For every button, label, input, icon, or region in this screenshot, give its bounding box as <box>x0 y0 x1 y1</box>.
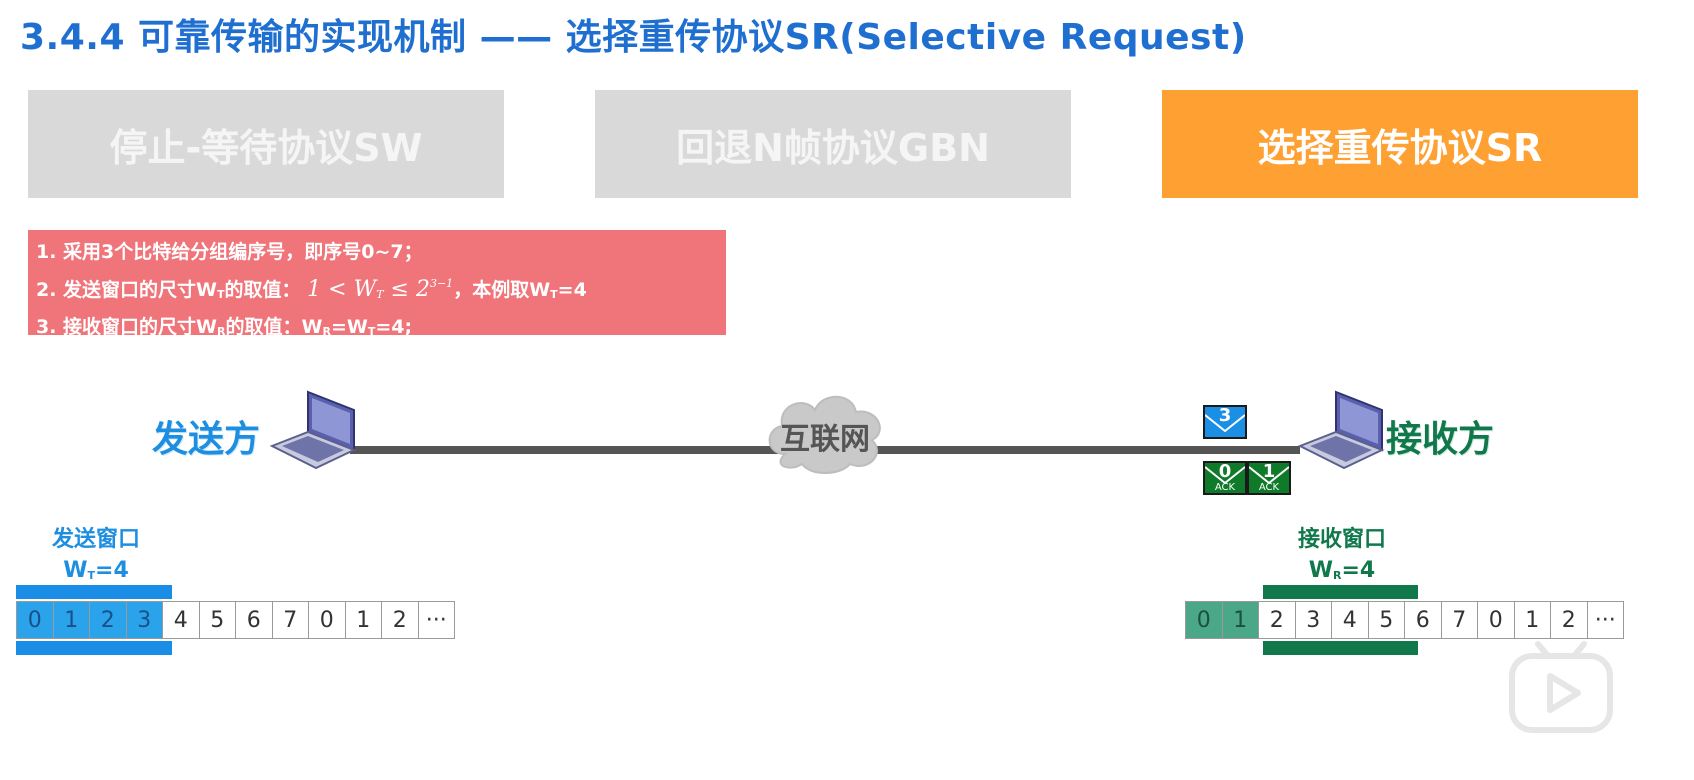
receiver-seq-cell: 2 <box>1258 601 1296 639</box>
receiver-seq-cell: 5 <box>1367 601 1405 639</box>
receiver-window-label: 接收窗口 WR=4 <box>1266 524 1418 591</box>
sender-window-title: 发送窗口 <box>51 527 140 552</box>
window-size-formula: 1 < WT ≤ 23−1 <box>307 277 454 302</box>
data-frame-envelope-icon: 3 <box>1203 405 1247 439</box>
receiver-window-title: 接收窗口 <box>1297 527 1386 552</box>
sender-seq-cell: ··· <box>417 601 455 639</box>
play-button-icon[interactable] <box>1508 640 1614 734</box>
network-label: 互联网 <box>780 422 870 457</box>
tab-gbn[interactable]: 回退N帧协议GBN <box>595 90 1071 198</box>
sender-window-label: 发送窗口 WT=4 <box>30 524 162 591</box>
note-line-2: 2. 发送窗口的尺寸WT的取值： 1 < WT ≤ 23−1，本例取WT=4 <box>36 277 587 302</box>
note-line-3: 3. 接收窗口的尺寸WR的取值：WR=WT=4; <box>36 316 413 338</box>
sender-seq-cell: 7 <box>271 601 309 639</box>
ack-1-number: 1 <box>1262 461 1276 482</box>
page-title: 3.4.4 可靠传输的实现机制 —— 选择重传协议SR(Selective Re… <box>20 17 1247 58</box>
ack-0-label: ACK <box>1214 482 1236 493</box>
ack-0-envelope-icon: 0 ACK <box>1203 461 1247 495</box>
sender-seq-cell: 5 <box>198 601 236 639</box>
sender-laptop-icon <box>269 390 357 470</box>
sender-seq-cell: 1 <box>52 601 90 639</box>
sender-seq-cell: 3 <box>125 601 163 639</box>
sender-seq-cell: 0 <box>16 601 54 639</box>
note-line-1: 1. 采用3个比特给分组编序号，即序号0~7； <box>36 241 423 263</box>
cloud-icon <box>768 395 881 474</box>
ack-0-number: 0 <box>1218 461 1232 482</box>
receiver-seq-cell: 3 <box>1294 601 1332 639</box>
sender-window-frame <box>16 585 172 655</box>
receiver-seq-cell: 2 <box>1550 601 1588 639</box>
sender-window-size: WT=4 <box>63 558 129 583</box>
sender-seq-cell: 0 <box>308 601 346 639</box>
receiver-seq-cell: 6 <box>1404 601 1442 639</box>
receiver-seq-cell: ··· <box>1586 601 1624 639</box>
receiver-laptop-icon <box>1297 390 1385 470</box>
notes-box: 1. 采用3个比特给分组编序号，即序号0~7； 2. 发送窗口的尺寸WT的取值：… <box>28 230 726 338</box>
receiver-window-frame <box>1263 585 1418 655</box>
tab-sw-label: 停止-等待协议SW <box>109 125 423 170</box>
sender-seq-cell: 6 <box>235 601 273 639</box>
receiver-seq-cell: 0 <box>1477 601 1515 639</box>
sender-seq-cell: 1 <box>344 601 382 639</box>
tab-sr[interactable]: 选择重传协议SR <box>1162 90 1638 198</box>
ack-1-envelope-icon: 1 ACK <box>1247 461 1291 495</box>
receiver-seq-cell: 1 <box>1513 601 1551 639</box>
receiver-seq-cell: 1 <box>1221 601 1259 639</box>
sender-seq-cell: 2 <box>381 601 419 639</box>
sender-seq-cell: 2 <box>89 601 127 639</box>
tab-sr-label: 选择重传协议SR <box>1257 125 1543 170</box>
receiver-seq-cell: 7 <box>1440 601 1478 639</box>
receiver-label: 接收方 <box>1386 419 1495 460</box>
sender-seq-cell: 4 <box>162 601 200 639</box>
receiver-window-size: WR=4 <box>1308 558 1376 583</box>
tab-sw[interactable]: 停止-等待协议SW <box>28 90 504 198</box>
data-frame-number: 3 <box>1218 405 1232 426</box>
tab-gbn-label: 回退N帧协议GBN <box>676 125 990 170</box>
ack-1-label: ACK <box>1258 482 1280 493</box>
sender-label: 发送方 <box>152 419 261 460</box>
receiver-seq-cell: 4 <box>1331 601 1369 639</box>
receiver-seq-cell: 0 <box>1185 601 1223 639</box>
